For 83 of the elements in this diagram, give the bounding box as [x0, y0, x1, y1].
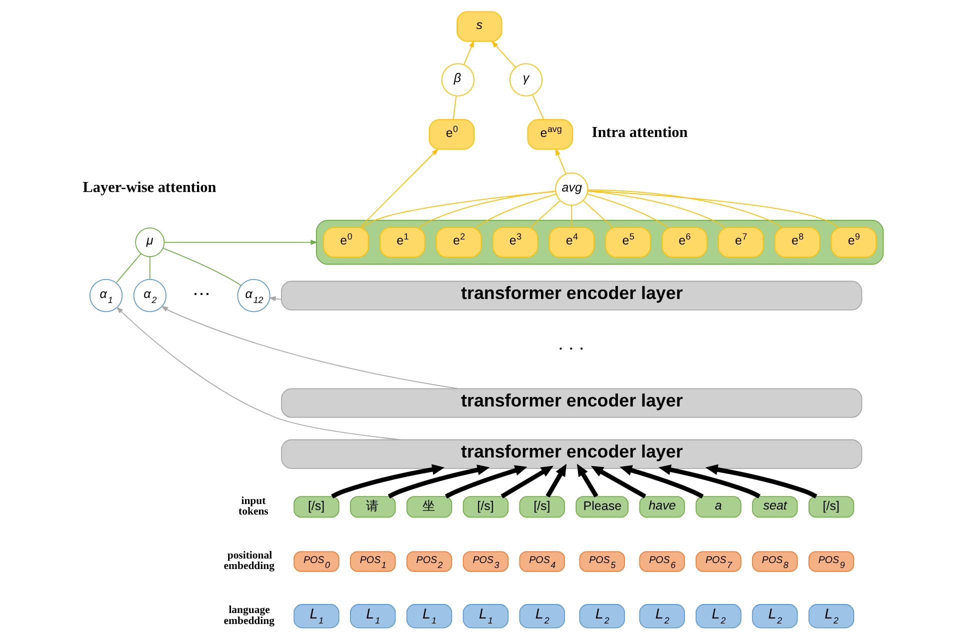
node-box: e$^{avg}$ [526, 119, 572, 150]
node-box: [/s] [518, 496, 564, 518]
node-box: e$^{2}$ [436, 227, 482, 258]
node-box: L$_{1}$ [350, 604, 396, 628]
connector [586, 194, 668, 228]
arrow [359, 148, 438, 228]
node-box: L$_{2}$ [808, 604, 854, 628]
arrow [658, 464, 760, 498]
connector [531, 94, 544, 120]
node-box: e$^{8}$ [774, 227, 820, 258]
node-box: s [456, 11, 502, 42]
node-box: e$^{6}$ [661, 227, 707, 258]
label: · · · [557, 338, 584, 359]
node-circle: β [440, 63, 474, 96]
node-box: e$^{0}$ [428, 119, 474, 150]
node-circle: α$_{2}$ [132, 279, 166, 312]
node-box: e$^{0}$ [322, 227, 368, 258]
arrow [704, 464, 817, 498]
cluster [316, 220, 884, 265]
node-box: [/s] [808, 496, 854, 518]
node-box: L$_{2}$ [578, 604, 624, 628]
node-box: 请 [350, 496, 396, 518]
node-box: Please [575, 496, 628, 518]
label: language embedding [223, 604, 274, 627]
connector [586, 190, 838, 228]
node-circle: α$_{12}$ [236, 279, 270, 312]
node-box: L$_{1}$ [462, 604, 508, 628]
node-box: 坐 [406, 496, 452, 518]
label: ⋯ [192, 284, 210, 304]
arrow [462, 40, 474, 65]
connector [582, 200, 613, 228]
node-box: L$_{1}$ [293, 604, 339, 628]
node-box: L$_{2}$ [518, 604, 564, 628]
connector [452, 96, 456, 120]
arrow [576, 464, 598, 498]
connector [148, 256, 150, 280]
node-box: have [638, 496, 684, 518]
node-box: transformer encoder layer [280, 439, 862, 469]
connector [475, 194, 556, 228]
node-box: L$_{2}$ [752, 604, 798, 628]
node-circle: μ [134, 228, 164, 258]
arrow [619, 465, 704, 499]
node-box: L$_{2}$ [638, 604, 684, 628]
arrow [116, 306, 400, 440]
connector [570, 204, 572, 228]
connector [586, 189, 782, 228]
label: Intra attention [591, 124, 688, 142]
node-box: transformer encoder layer [280, 280, 862, 310]
node-box: e$^{1}$ [379, 227, 425, 258]
arrow [490, 40, 516, 68]
node-box: [/s] [462, 496, 508, 518]
arrow [330, 464, 444, 498]
node-box: [/s] [293, 496, 339, 518]
label: positional embedding [223, 549, 274, 572]
node-box: e$^{5}$ [604, 227, 650, 258]
node-box: transformer encoder layer [280, 388, 862, 418]
label: Layer-wise attention [82, 178, 216, 196]
node-box: seat [752, 496, 798, 518]
arrow [444, 465, 527, 498]
connector [530, 200, 560, 228]
arrow [268, 296, 282, 302]
node-box: L$_{2}$ [695, 604, 741, 628]
node-box: e$^{3}$ [492, 227, 538, 258]
node-box: e$^{4}$ [548, 227, 594, 258]
arrow [500, 466, 554, 498]
node-circle: γ [508, 63, 542, 96]
connector [418, 190, 556, 228]
arrow [160, 306, 458, 390]
label: input tokens [238, 494, 268, 518]
arrow [590, 466, 646, 498]
arrow [164, 240, 318, 245]
arrow [387, 464, 490, 498]
node-box: L$_{1}$ [406, 604, 452, 628]
connector [162, 248, 241, 286]
arrow [554, 148, 566, 174]
node-box: e$^{9}$ [830, 227, 876, 258]
arrow [545, 464, 566, 498]
node-box: a [695, 496, 741, 518]
connector [361, 190, 556, 228]
connector [586, 190, 725, 228]
connector [115, 253, 141, 284]
node-box: e$^{7}$ [718, 227, 764, 258]
node-circle: avg [554, 172, 588, 206]
